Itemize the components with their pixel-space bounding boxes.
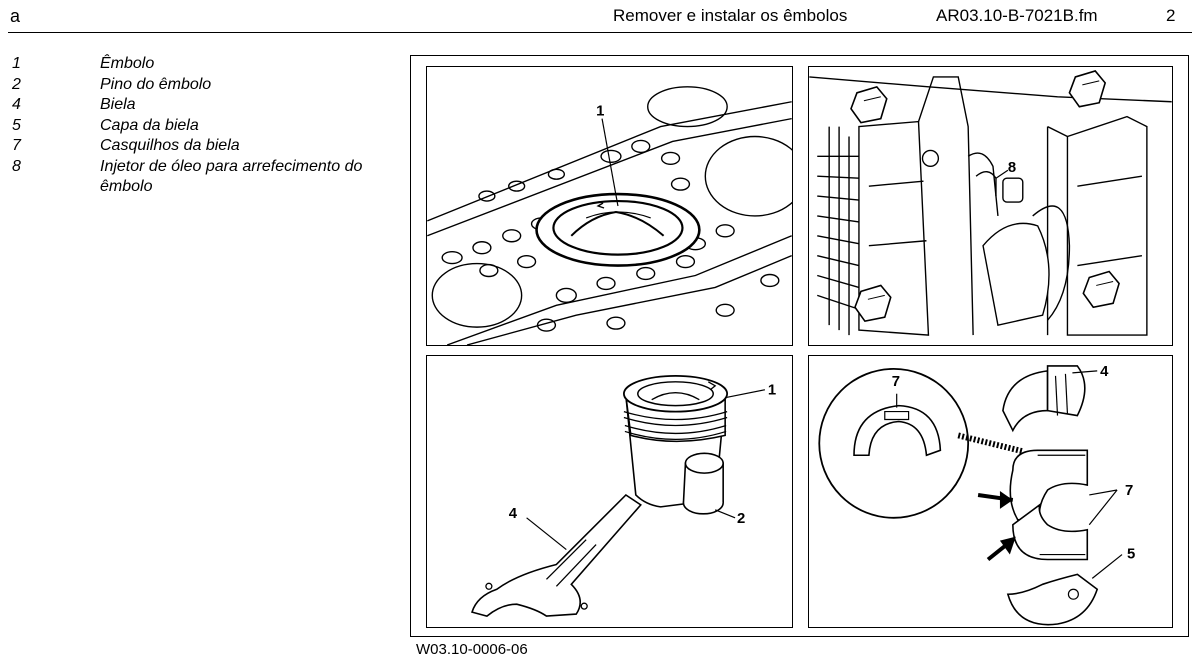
legend-text: Injetor de óleo para arrefecimento do êm…: [100, 157, 363, 196]
legend-item: 4 Biela: [12, 95, 402, 116]
legend-text: Capa da biela: [100, 116, 199, 134]
legend-number: 7: [12, 137, 21, 154]
figure-code: W03.10-0006-06: [416, 641, 528, 658]
legend-item: 8 Injetor de óleo para arrefecimento do ê…: [12, 157, 402, 198]
callout-label: 1: [596, 104, 604, 120]
legend-item: 1 Êmbolo: [12, 54, 402, 75]
callout-label: 2: [737, 511, 745, 527]
legend-item: 5 Capa da biela: [12, 116, 402, 137]
header-section-letter: a: [10, 6, 21, 26]
bearing-shells-illustration: 7 4 7 5: [818, 364, 1135, 626]
panel-oil-nozzle-view: 8: [808, 66, 1173, 346]
callout-label: 7: [1125, 483, 1133, 499]
legend-text: Biela: [100, 96, 136, 113]
legend-number: 8: [12, 157, 21, 175]
legend-number: 5: [12, 116, 21, 134]
legend-number: 1: [12, 55, 21, 72]
callout-label: 5: [1127, 547, 1135, 563]
panel-piston-in-bore: 1: [426, 66, 793, 346]
callout-label: 1: [768, 383, 776, 399]
legend-item: 2 Pino do êmbolo: [12, 75, 402, 96]
callout-label: 8: [1008, 160, 1016, 176]
legend-number: 2: [12, 75, 21, 93]
piston-rod-illustration: 1 2 4: [471, 374, 776, 617]
header-rule: [8, 32, 1192, 33]
legend-number: 4: [12, 96, 21, 113]
legend-text: Pino do êmbolo: [100, 75, 212, 93]
callout-label: 7: [892, 374, 900, 390]
header-file-name: AR03.10-B-7021B.fm: [936, 6, 1098, 25]
panel-bearing-shells: 7 4 7 5: [808, 355, 1173, 628]
legend-text: Êmbolo: [100, 55, 155, 72]
parts-legend: 1 Êmbolo 2 Pino do êmbolo 4 Biela 5 Capa da …: [12, 54, 402, 198]
callout-label: 4: [1100, 364, 1109, 380]
panel-piston-with-rod: 1 2 4: [426, 355, 793, 628]
header-title: Remover e instalar os êmbolos: [613, 6, 848, 25]
callout-label: 4: [509, 506, 518, 522]
figure-frame: 1: [410, 55, 1189, 637]
legend-item: 7 Casquilhos da biela: [12, 136, 402, 157]
oil-nozzle-illustration: 8: [809, 70, 1172, 336]
legend-text: Casquilhos da biela: [100, 137, 240, 154]
header-page-number: 2: [1166, 6, 1176, 25]
piston-in-bore-illustration: 1: [427, 86, 792, 345]
